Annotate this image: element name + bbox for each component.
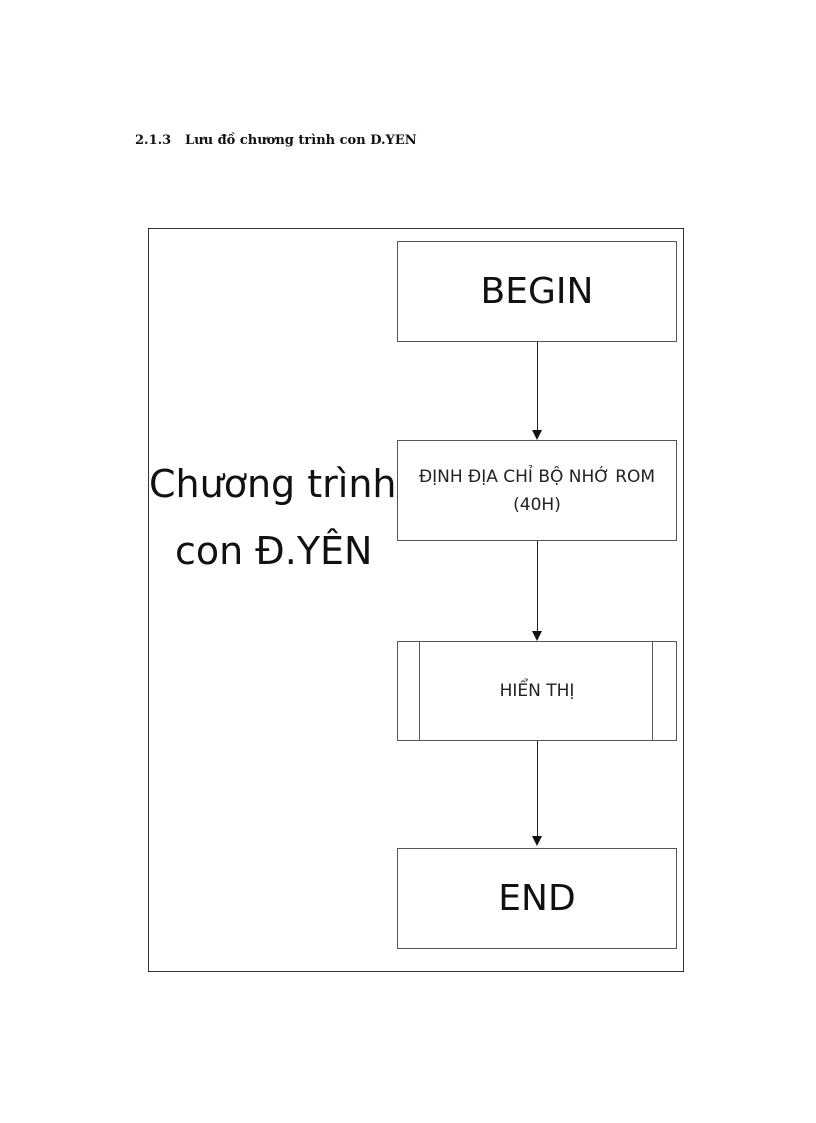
section-title: Lưu đồ chương trình con D.YEN	[185, 133, 417, 148]
side-label-line1: Chương trình	[149, 462, 397, 506]
side-label-line2: con Đ.YÊN	[175, 529, 373, 573]
arrowhead-icon	[532, 631, 542, 641]
node-begin: BEGIN	[397, 241, 677, 342]
section-number: 2.1.3	[135, 133, 172, 148]
subroutine-right-rule	[652, 642, 653, 740]
node-set-address-line2: (40H)	[513, 494, 561, 515]
node-end-label: END	[498, 878, 576, 919]
node-set-address-line1: ĐỊNH ĐỊA CHỈ BỘ NHỚ ROM	[418, 466, 656, 487]
section-heading: 2.1.3 Lưu đồ chương trình con D.YEN	[135, 133, 417, 148]
node-end: END	[397, 848, 677, 949]
node-display-label: HIỂN THỊ	[499, 681, 575, 701]
edge-set-address-to-display	[537, 541, 538, 633]
edge-begin-to-set-address	[537, 342, 538, 432]
arrowhead-icon	[532, 430, 542, 440]
node-begin-label: BEGIN	[480, 271, 594, 312]
node-display: HIỂN THỊ	[397, 641, 677, 741]
arrowhead-icon	[532, 836, 542, 846]
subroutine-left-rule	[419, 642, 420, 740]
edge-display-to-end	[537, 741, 538, 839]
node-set-address: ĐỊNH ĐỊA CHỈ BỘ NHỚ ROM (40H)	[397, 440, 677, 541]
flowchart-frame: Chương trình con Đ.YÊN BEGIN ĐỊNH ĐỊA CH…	[148, 228, 684, 972]
